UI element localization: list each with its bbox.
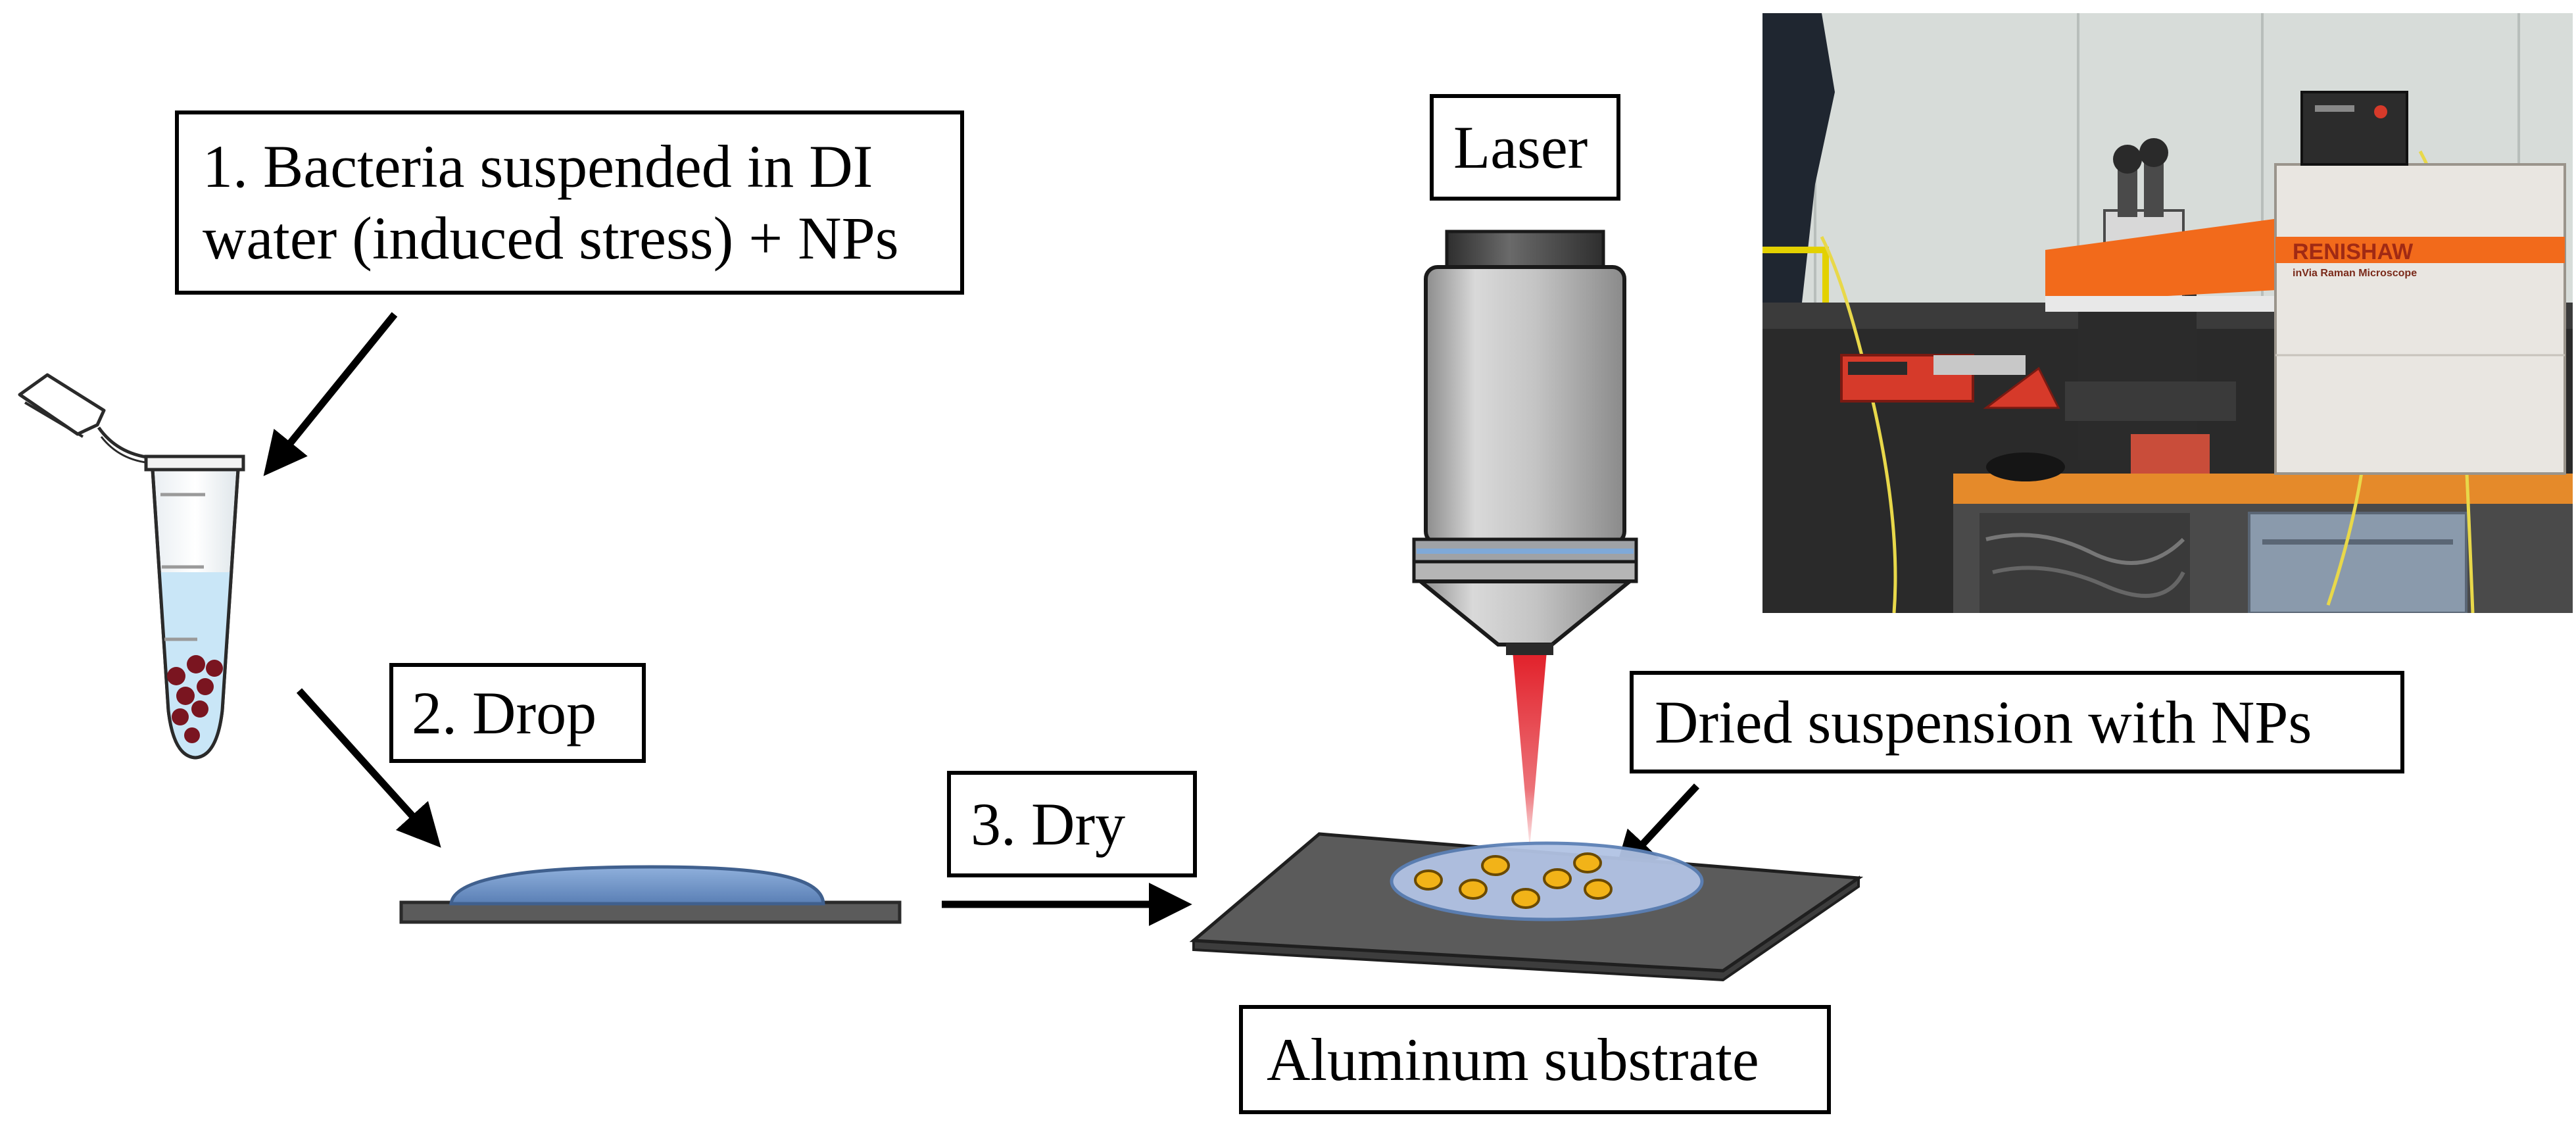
aluminum-substrate-label-text: Aluminum substrate — [1267, 1025, 1759, 1093]
raman-microscope-photo: RENISHAW inVia Raman Microscope — [1762, 13, 2573, 613]
dried-suspension-label: Dried suspension with NPs — [1630, 671, 2404, 773]
arrow-dried-label-to-spot — [1614, 783, 1700, 875]
droplet-on-slide — [399, 865, 902, 924]
aluminum-substrate-label: Aluminum substrate — [1239, 1005, 1831, 1114]
laser-label-text: Laser — [1453, 113, 1588, 181]
arrow-step1-to-tube — [263, 312, 398, 476]
photo-model-text: inVia Raman Microscope — [2293, 268, 2417, 279]
arrow-tube-to-drop — [296, 688, 441, 848]
aluminum-substrate-plate — [1189, 832, 1864, 982]
step1-label-line1: 1. Bacteria suspended in DI — [203, 133, 873, 201]
step2-label-text: 2. Drop — [412, 679, 597, 747]
step2-label: 2. Drop — [389, 663, 646, 763]
laser-beam — [1513, 651, 1547, 848]
microscope-objective-icon — [1412, 230, 1638, 655]
photo-brand-text: RENISHAW — [2293, 239, 2414, 264]
bacteria-icon — [167, 655, 223, 743]
step3-label-text: 3. Dry — [971, 790, 1126, 858]
step3-label: 3. Dry — [947, 771, 1197, 877]
step1-label: 1. Bacteria suspended in DI water (induc… — [175, 110, 964, 295]
dried-suspension-label-text: Dried suspension with NPs — [1655, 688, 2312, 756]
laser-label: Laser — [1430, 94, 1620, 201]
nanoparticle-icon — [1414, 852, 1613, 909]
step1-label-line2: water (induced stress) + NPs — [203, 205, 899, 272]
microcentrifuge-tube-icon — [18, 373, 245, 760]
